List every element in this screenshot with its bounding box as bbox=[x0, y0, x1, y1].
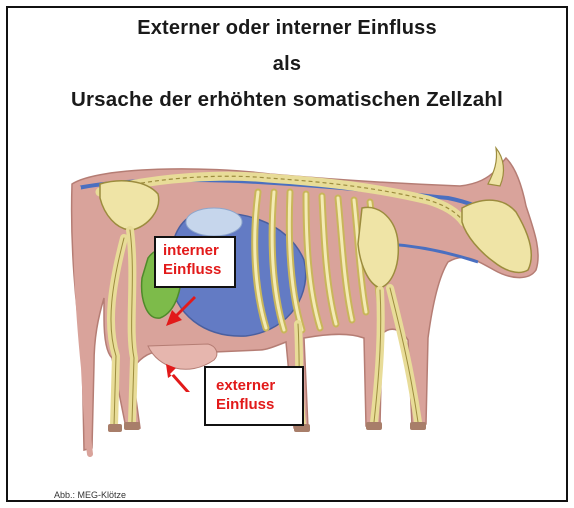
image-credit-caption: Abb.: MEG-Klötze bbox=[54, 490, 126, 500]
internal-influence-label: interner Einfluss bbox=[154, 236, 236, 288]
internal-influence-label-line-2: Einfluss bbox=[163, 260, 227, 279]
slide-frame: Externer oder interner Einfluss als Ursa… bbox=[6, 6, 568, 502]
horn bbox=[488, 148, 503, 186]
external-influence-label-line-1: externer bbox=[216, 376, 295, 395]
external-influence-label: externer Einfluss bbox=[204, 366, 304, 426]
internal-influence-label-line-1: interner bbox=[163, 241, 227, 260]
external-influence-label-line-2: Einfluss bbox=[216, 395, 295, 414]
intestine bbox=[186, 208, 242, 236]
cow-anatomy-illustration bbox=[8, 8, 568, 502]
